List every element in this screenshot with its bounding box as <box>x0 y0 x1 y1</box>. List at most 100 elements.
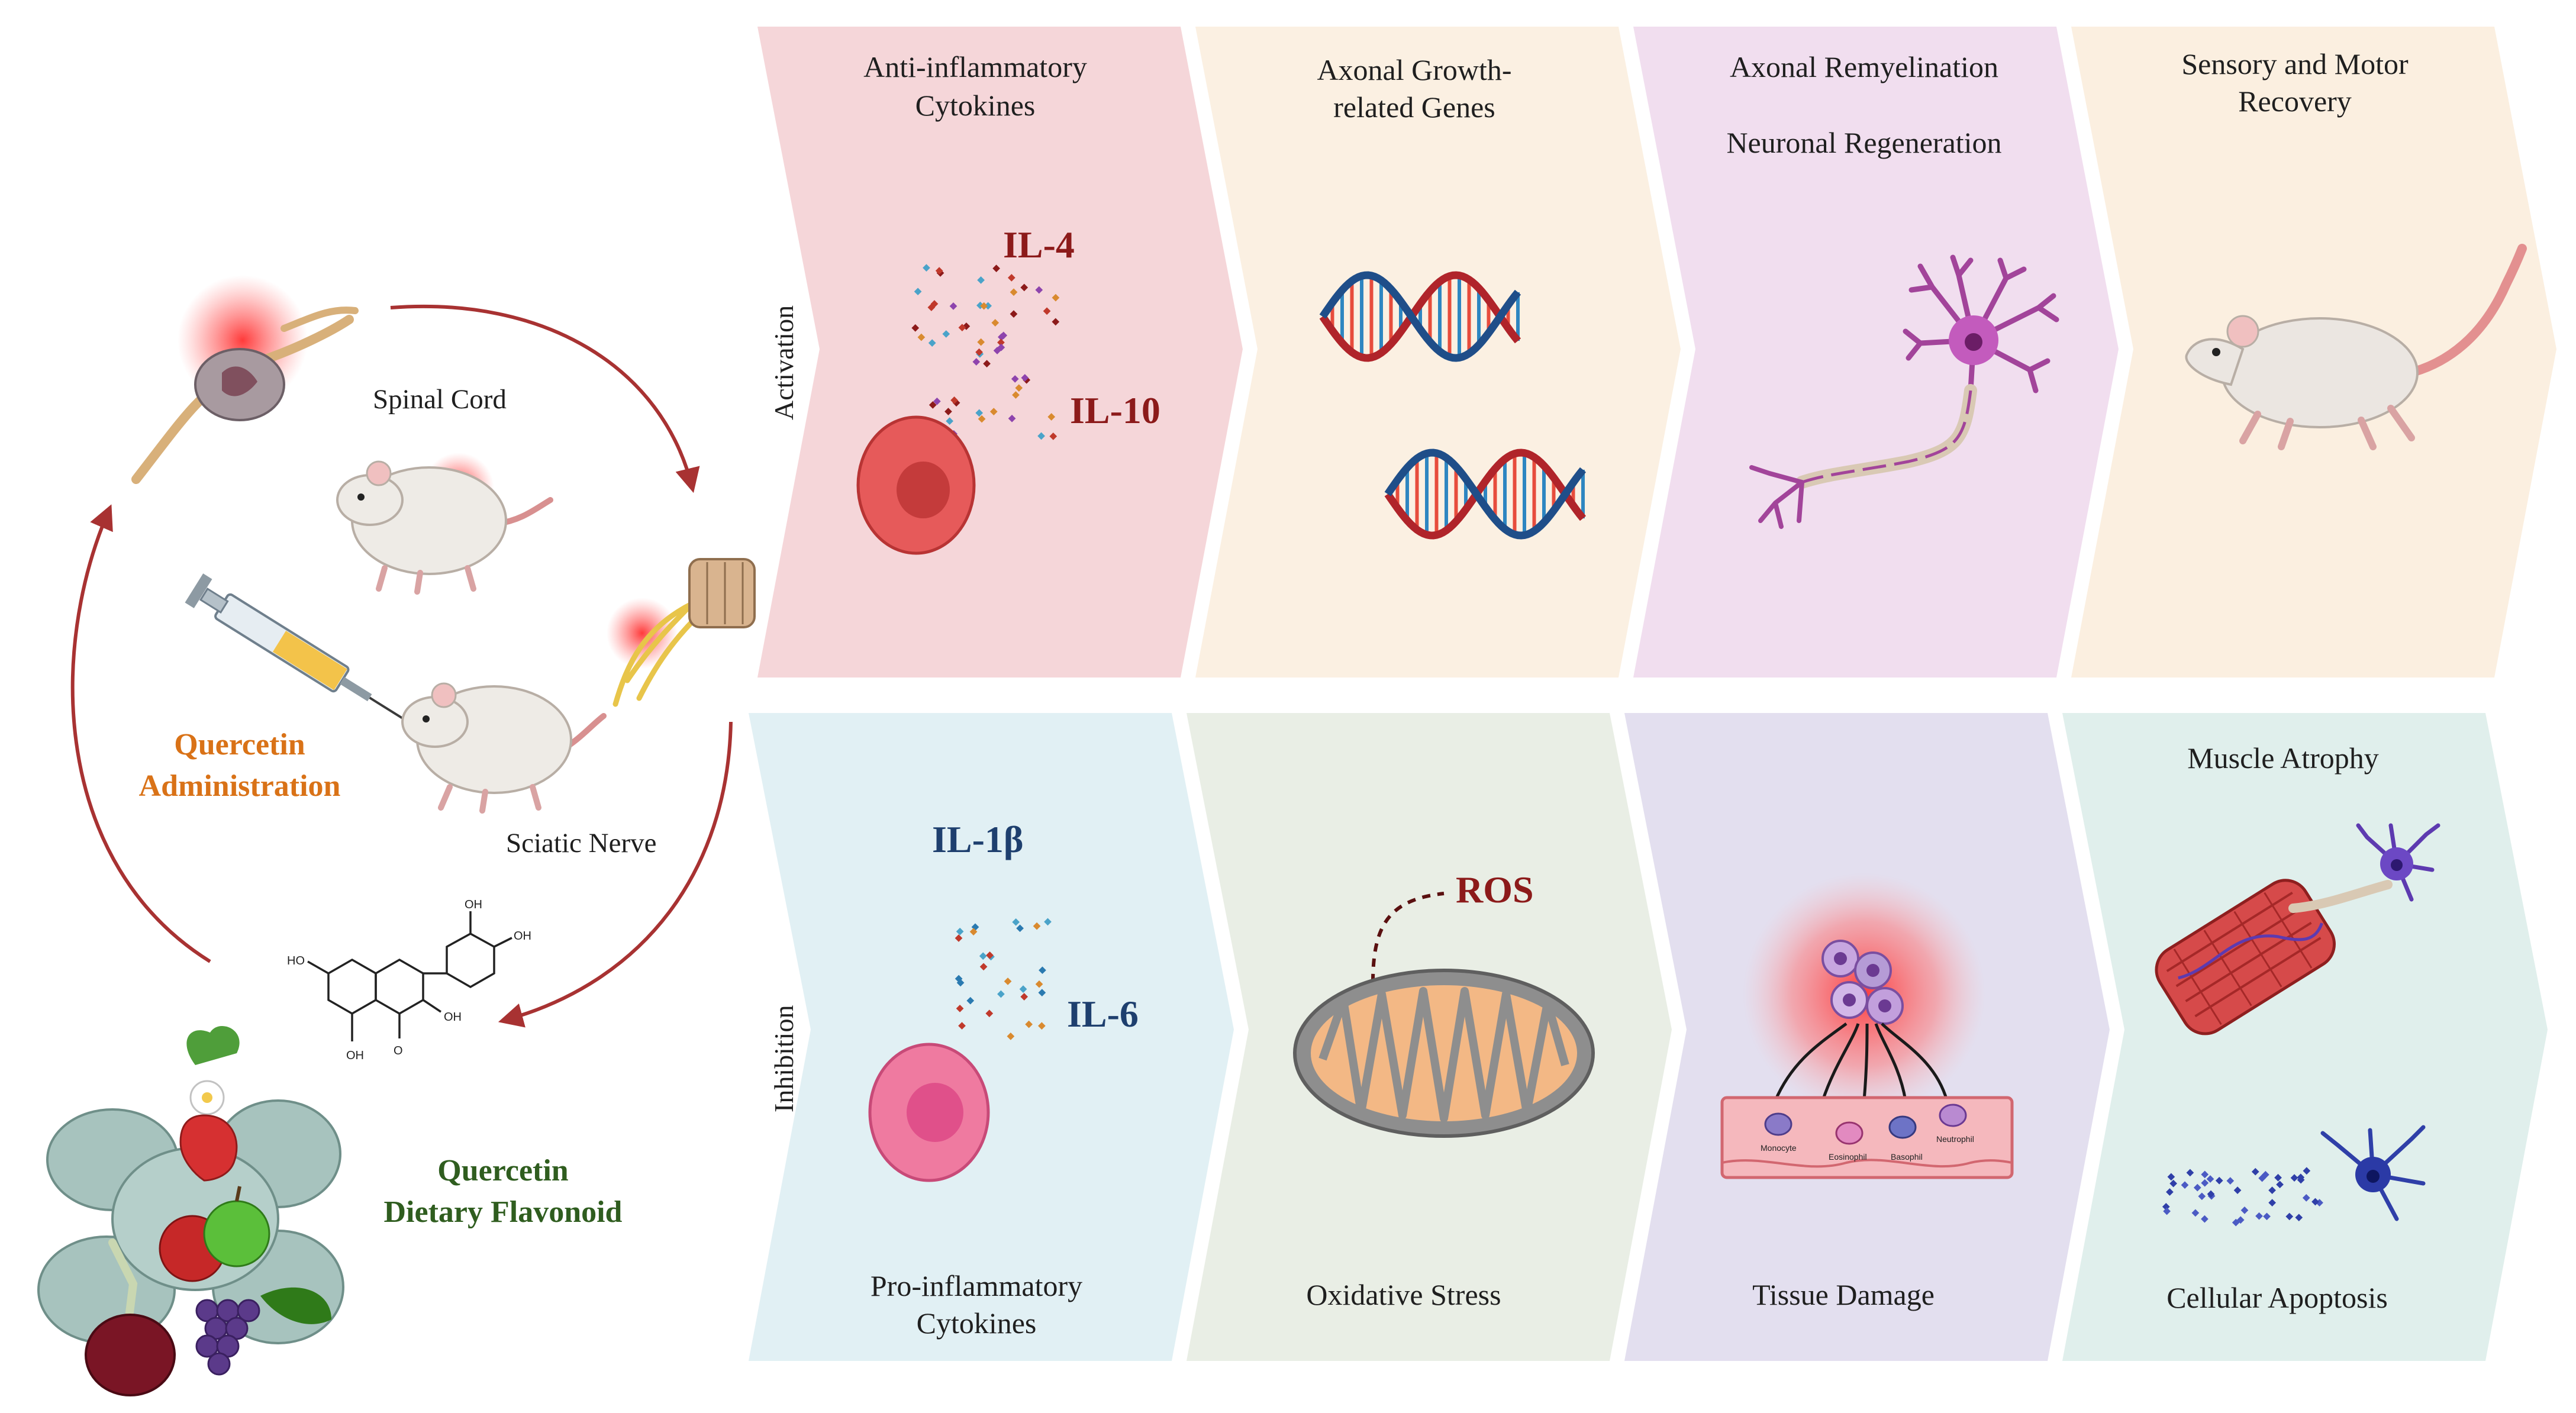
recovered-rat-icon <box>2185 244 2527 450</box>
neuron-icon <box>1749 254 2059 529</box>
cytokine-particle <box>979 952 987 960</box>
cytokine-particle <box>2233 1186 2242 1194</box>
muscle-atrophy-label: Muscle Atrophy <box>2187 741 2379 775</box>
cell-label-monocyte: Monocyte <box>1761 1143 1797 1153</box>
molecule-label-ho: HO <box>287 954 305 967</box>
quercetin-administration-1: Quercetin <box>174 728 305 762</box>
cytokine-particle <box>1038 989 1046 997</box>
molecule-label-oh-4: OH <box>514 930 531 943</box>
cytokine-particle <box>956 979 965 987</box>
immune-cell-inhibition <box>868 1043 990 1182</box>
cytokine-particle <box>966 996 975 1005</box>
cytokine-particle <box>1020 993 1029 1001</box>
cytokine-particle <box>2167 1173 2175 1181</box>
cytokine-particle <box>1033 922 1041 930</box>
cytokine-particle <box>2215 1176 2223 1185</box>
syringe-icon <box>185 573 406 721</box>
cytokine-particle <box>1016 924 1024 933</box>
cell-label-neutrophil: Neutrophil <box>1936 1134 1974 1144</box>
il-6-label: IL-6 <box>1067 993 1139 1035</box>
dna-strand <box>1384 449 1587 540</box>
ros-dashed-line <box>1371 892 1445 983</box>
regeneration-title: Neuronal Regeneration <box>1726 126 2001 159</box>
activation-label: Activation <box>769 305 799 420</box>
cytokine-particle <box>2255 1212 2263 1220</box>
cytokine-particle <box>2276 1180 2284 1189</box>
cytokine-particle <box>2186 1169 2194 1177</box>
cytokine-particle <box>2201 1170 2209 1179</box>
cell-label-eosinophil: Eosinophil <box>1829 1152 1867 1162</box>
dna-strand <box>1319 271 1521 362</box>
dna-strand <box>1319 271 1521 362</box>
cytokine-particle <box>986 951 994 959</box>
cytokine-particle <box>2193 1183 2201 1192</box>
recovery-title-2: Recovery <box>2238 85 2352 118</box>
cytokine-particle <box>955 934 963 942</box>
rat-spinal-icon <box>336 453 553 595</box>
inhibition-panel-1 <box>749 713 1234 1361</box>
cytokine-particle <box>1038 1022 1046 1030</box>
cycle-arrows <box>70 304 733 1028</box>
migration-lines <box>1774 1022 1949 1101</box>
quercetin-flavonoid-2: Dietary Flavonoid <box>384 1195 623 1229</box>
sciatic-nerve-label: Sciatic Nerve <box>506 828 656 859</box>
cytokine-particle <box>1007 1032 1015 1040</box>
cytokine-particle <box>956 927 964 935</box>
cytokine-particle <box>2290 1174 2298 1182</box>
dna-helix-icon <box>1319 271 1521 362</box>
cytokine-particle <box>997 990 1005 998</box>
quercetin-molecule-icon <box>307 911 512 1041</box>
cytokine-particle <box>2263 1212 2271 1221</box>
inhibition-row <box>749 713 2548 1361</box>
cytokine-particle <box>2226 1177 2235 1185</box>
il-1b-label: IL-1β <box>932 818 1024 860</box>
mitochondrion-icon <box>1293 969 1595 1138</box>
cytokine-particle <box>2207 1190 2215 1198</box>
cytokine-particle <box>2201 1215 2209 1223</box>
immune-cell-activation <box>856 415 976 555</box>
cytokine-particle <box>2268 1186 2276 1195</box>
il-4-label: IL-4 <box>1003 224 1075 266</box>
rat-sciatic-icon <box>401 682 607 814</box>
cytokine-particle <box>2181 1181 2189 1189</box>
cytokine-particle <box>2258 1174 2266 1182</box>
cytokine-particle <box>2191 1209 2200 1217</box>
apoptotic-fragments <box>2162 1167 2323 1227</box>
cytokine-particle <box>1035 980 1043 988</box>
cytokine-particle <box>1019 985 1027 993</box>
molecule-label-oh-2: OH <box>444 1011 462 1024</box>
axonal-growth-title-1: Axonal Growth- <box>1317 53 1511 86</box>
cell-label-basophil: Basophil <box>1891 1152 1923 1162</box>
cytokine-particle <box>2169 1179 2178 1188</box>
cytokine-particle <box>2297 1176 2305 1184</box>
cytokine-particle <box>2274 1173 2282 1182</box>
anti-inflammatory-title-2: Cytokines <box>915 89 1036 122</box>
spinal-cord-icon <box>131 275 359 484</box>
il-10-label: IL-10 <box>1070 389 1160 431</box>
ros-label: ROS <box>1456 869 1534 911</box>
cytokine-particle <box>1012 918 1020 926</box>
fruits-vegetables-icon <box>37 1025 344 1396</box>
cytokine-particle <box>1044 918 1052 926</box>
oxidative-stress-label: Oxidative Stress <box>1306 1278 1501 1311</box>
inhibition-panel-4 <box>2062 713 2548 1361</box>
cytokine-particle <box>1025 1020 1033 1028</box>
tissue-damage-label: Tissue Damage <box>1752 1278 1935 1311</box>
cytokine-particles-inhibition <box>955 918 1052 1040</box>
cytokine-particle <box>2303 1167 2311 1175</box>
anti-inflammatory-title-1: Anti-inflammatory <box>863 50 1087 83</box>
activation-panel-3 <box>1633 27 2119 678</box>
recovery-title-1: Sensory and Motor <box>2181 47 2409 80</box>
cytokine-particle <box>985 1009 994 1018</box>
cytokine-particle <box>2198 1192 2206 1201</box>
muscle-fiber-icon <box>2155 823 2440 1035</box>
cytokine-particle <box>1039 966 1046 975</box>
cytokine-particle <box>2232 1218 2240 1227</box>
cytokine-particle <box>2166 1188 2174 1196</box>
spinal-cord-label: Spinal Cord <box>373 384 507 415</box>
cytokine-particle <box>2311 1198 2319 1206</box>
cytokine-particle <box>2201 1179 2209 1187</box>
remyelination-title: Axonal Remyelination <box>1730 50 1998 83</box>
molecule-label-oh-1: OH <box>346 1049 364 1062</box>
apoptotic-neuron-icon <box>2162 1125 2426 1227</box>
